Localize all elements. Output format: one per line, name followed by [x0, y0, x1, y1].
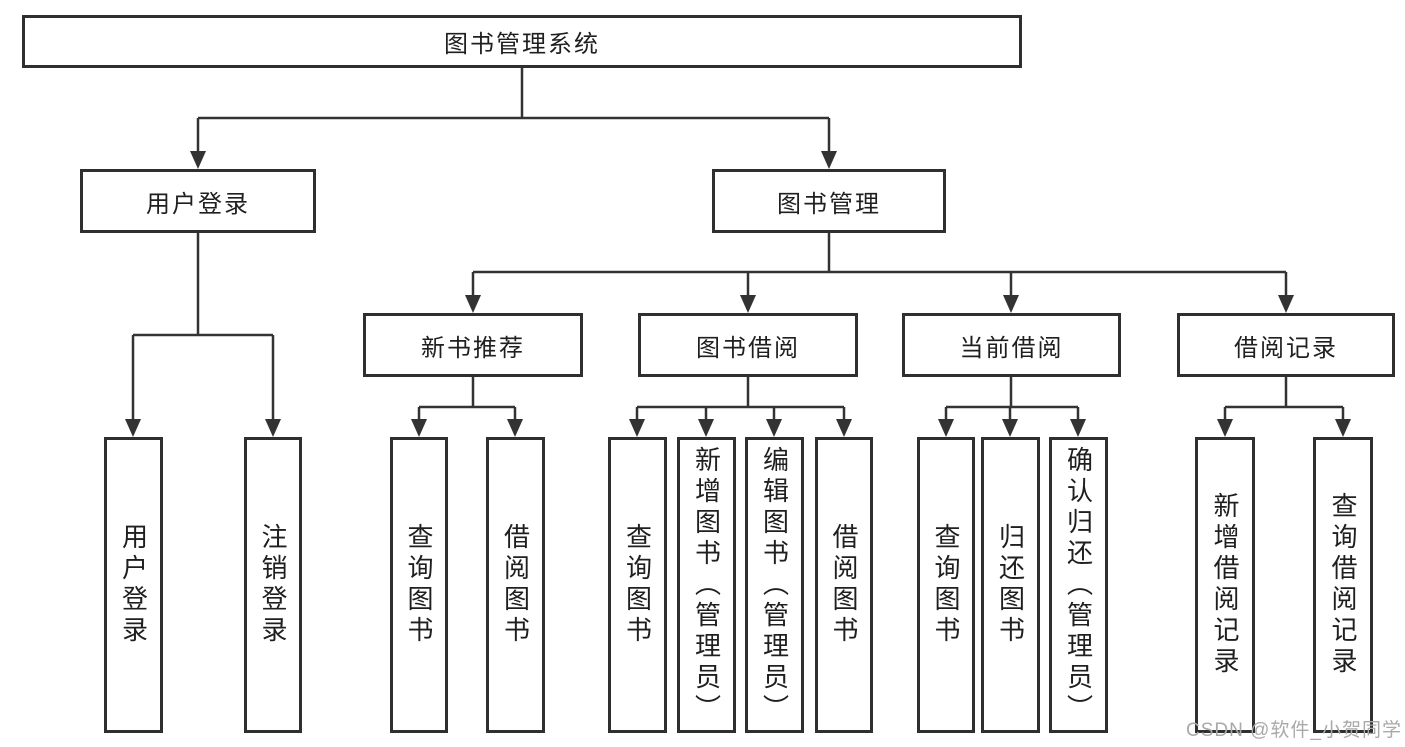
- arrowhead-icon: [1003, 295, 1019, 313]
- leaf-bb-edit-book: 编辑图书（管理员）: [745, 437, 804, 733]
- leaf-br-query-record: 查询借阅记录: [1313, 437, 1373, 733]
- node-current-borrow: 当前借阅: [902, 313, 1121, 377]
- leaf-login: 用户登录: [104, 437, 163, 733]
- leaf-logout: 注销登录: [244, 437, 302, 733]
- node-book-management: 图书管理: [712, 169, 946, 233]
- edge-line: [944, 377, 1080, 423]
- arrowhead-icon: [1278, 295, 1294, 313]
- leaf-cb-return-book: 归还图书: [981, 437, 1040, 733]
- edge-book-borrow-to-leaves: [629, 377, 852, 437]
- edge-new-book-recommend-to-leaves: [411, 377, 523, 437]
- leaf-nbr-query-book: 查询图书: [390, 437, 448, 733]
- arrowhead-icon: [411, 419, 427, 437]
- arrowhead-icon: [766, 419, 782, 437]
- edge-borrow-record-to-leaves: [1217, 377, 1351, 437]
- node-book-borrow: 图书借阅: [638, 313, 858, 377]
- edge-root-to-level2: [190, 68, 837, 169]
- edge-line: [131, 233, 275, 423]
- edge-user-login-to-leaves: [125, 233, 281, 437]
- arrowhead-icon: [1070, 419, 1086, 437]
- arrowhead-icon: [698, 419, 714, 437]
- arrowhead-icon: [507, 419, 523, 437]
- node-new-book-recommend: 新书推荐: [363, 313, 583, 377]
- leaf-nbr-borrow-book: 借阅图书: [486, 437, 545, 733]
- arrowhead-icon: [821, 151, 837, 169]
- node-borrow-record: 借阅记录: [1177, 313, 1395, 377]
- arrowhead-icon: [1002, 419, 1018, 437]
- edge-line: [417, 377, 517, 423]
- arrowhead-icon: [1217, 419, 1233, 437]
- node-root: 图书管理系统: [22, 15, 1022, 68]
- arrowhead-icon: [836, 419, 852, 437]
- arrowhead-icon: [1335, 419, 1351, 437]
- edge-line: [635, 377, 846, 423]
- leaf-bb-add-book: 新增图书（管理员）: [677, 437, 736, 733]
- edge-book-management-to-level3: [465, 233, 1294, 313]
- csdn-watermark: CSDN @软件_小贺同学: [1186, 720, 1402, 741]
- arrowhead-icon: [740, 295, 756, 313]
- leaf-bb-borrow-book: 借阅图书: [815, 437, 873, 733]
- leaf-cb-query-book: 查询图书: [917, 437, 975, 733]
- edge-line: [471, 233, 1288, 299]
- arrowhead-icon: [629, 419, 645, 437]
- edge-line: [1223, 377, 1345, 423]
- arrowhead-icon: [190, 151, 206, 169]
- leaf-bb-query-book: 查询图书: [608, 437, 667, 733]
- arrowhead-icon: [938, 419, 954, 437]
- edge-current-borrow-to-leaves: [938, 377, 1086, 437]
- node-user-login: 用户登录: [80, 169, 316, 233]
- leaf-cb-confirm-return: 确认归还（管理员）: [1049, 437, 1108, 733]
- arrowhead-icon: [465, 295, 481, 313]
- edge-line: [196, 68, 831, 155]
- leaf-br-add-record: 新增借阅记录: [1195, 437, 1255, 733]
- arrowhead-icon: [265, 419, 281, 437]
- arrowhead-icon: [125, 419, 141, 437]
